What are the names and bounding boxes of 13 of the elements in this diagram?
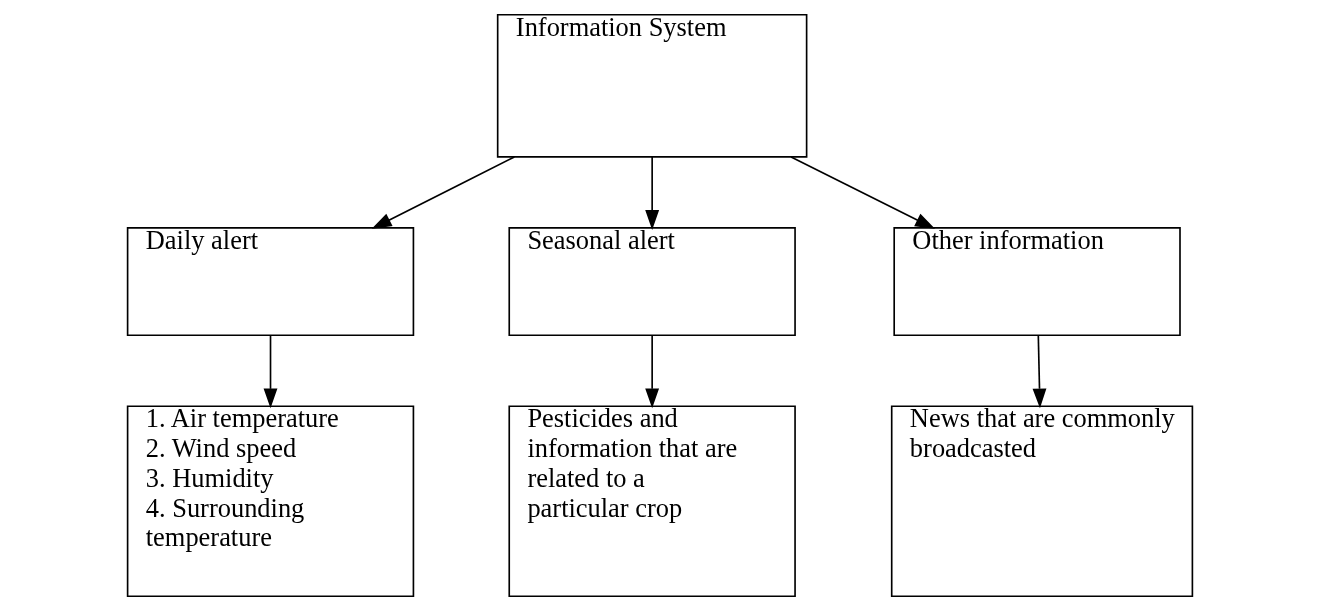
node-box: Daily alert [126, 227, 415, 337]
node-box: Seasonal alert [508, 227, 796, 337]
node-box: Information System [496, 13, 808, 158]
arrow [1032, 334, 1047, 409]
node-box: News that are commonly broadcasted [890, 405, 1194, 598]
node-box: Other information [893, 227, 1181, 337]
arrow [371, 156, 516, 229]
arrow [645, 156, 660, 230]
node-box: 1. Air temperature 2. Wind speed 3. Humidity 4. Surrounding temperature [126, 405, 415, 598]
arrow [263, 334, 278, 409]
arrow [645, 334, 660, 409]
node-box: Pesticides and information that are related to a particular crop [508, 405, 796, 598]
arrow [790, 156, 935, 229]
